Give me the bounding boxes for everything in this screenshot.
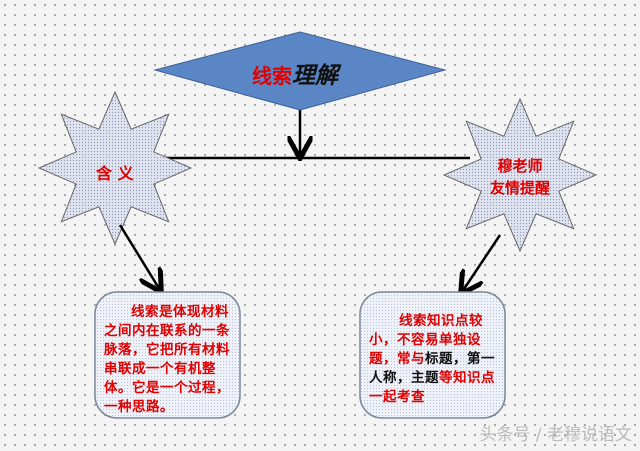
left-box-shape (94, 291, 241, 419)
watermark: 头条号 / 老穆说语文 (479, 425, 632, 445)
right-star-line2: 友情提醒 (489, 179, 550, 197)
right-box-shape (359, 291, 506, 419)
right-box-seg1: 线索知识点较小，不容易单独设题，常与 (369, 313, 483, 367)
left-star-label: 含 义 (96, 164, 134, 183)
arrow-left (118, 224, 160, 290)
title-part2: 理解 (292, 62, 338, 89)
title-diamond (153, 31, 447, 111)
right-box-seg2: 标题，第一人称，主题 (369, 351, 495, 386)
left-star (37, 90, 193, 246)
right-star-line1: 穆老师 (497, 157, 543, 175)
right-star (442, 97, 598, 253)
right-box-text: 线索知识点较小，不容易单独设题，常与标题，第一人称，主题等知识点一起考查 (369, 312, 499, 407)
diagram-title: 线索理解 (252, 56, 338, 90)
right-box-seg3: 等知识点一起考查 (369, 370, 495, 405)
right-star-label: 穆老师 友情提醒 (478, 155, 562, 199)
arrow-right (462, 234, 502, 292)
left-box-text: 线索是体现材料之间内在联系的一条脉落，它把所有材料串联成一个有机整体。它是一个过… (104, 304, 230, 415)
title-part1: 线索 (252, 64, 292, 88)
